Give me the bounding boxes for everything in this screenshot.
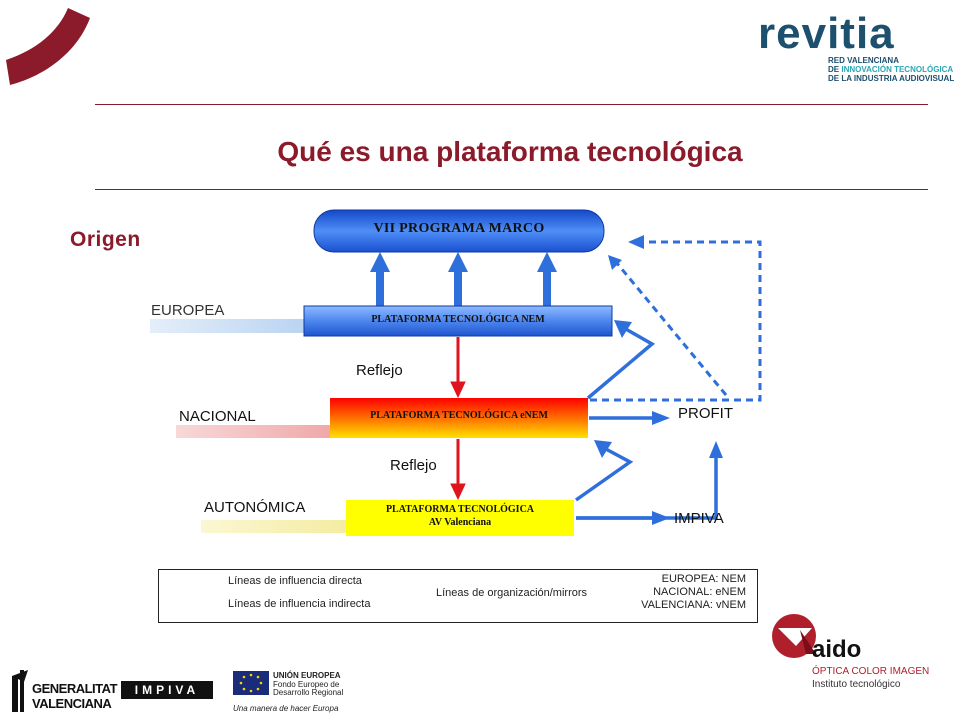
legend-key-1: EUROPEA: NEM (661, 573, 746, 585)
nacional-label: NACIONAL (179, 408, 256, 425)
profit-label: PROFIT (678, 405, 733, 422)
impiva-logo (121, 681, 213, 699)
valencia-box (346, 500, 574, 536)
europea-label: EUROPEA (151, 302, 225, 319)
ue-line2: Fondo Europeo de (273, 680, 340, 689)
nem-box (303, 305, 613, 337)
legend (158, 569, 758, 623)
programa-marco-label: VII PROGRAMA MARCO (373, 221, 545, 236)
ue-line3: Desarrollo Regional (273, 688, 344, 697)
mirror-arrows (450, 337, 466, 501)
revitia-line1: RED VALENCIANA (828, 56, 899, 65)
revitia-subtitle: RED VALENCIANA DE INNOVACIÓN TECNOLÓGICA… (828, 56, 954, 83)
revitia-line2-prefix: DE (828, 65, 842, 74)
aido-name: aido (812, 636, 862, 663)
revitia-line2-highlight: INNOVACIÓN TECNOLÓGICA (841, 65, 954, 74)
revitia-line2: DE INNOVACIÓN TECNOLÓGICA (828, 65, 954, 74)
revitia-logo: revitia RED VALENCIANA DE INNOVACIÓN TEC… (758, 9, 954, 84)
indirect-arrowheads (608, 235, 644, 270)
ue-slogan: Una manera de hacer Europa (233, 704, 339, 713)
reflejo-label-2: Reflejo (390, 457, 437, 474)
europea-band (150, 319, 306, 333)
aido-line2: Instituto tecnológico (812, 679, 901, 690)
generalitat-emblem (12, 670, 28, 712)
direct-lines (574, 326, 718, 520)
enem-box (330, 398, 588, 438)
generalitat-line1: GENERALITAT (32, 681, 118, 696)
indirect-lines (590, 240, 762, 402)
legend-indirect-text: Líneas de influencia indirecta (228, 598, 371, 610)
aido-logo-mark (772, 614, 816, 658)
aido-line1: ÓPTICA COLOR IMAGEN (812, 666, 930, 677)
valencia-box-label-2: AV Valenciana (428, 517, 492, 528)
legend-key-2: NACIONAL: eNEM (653, 586, 746, 598)
nem-box-label: PLATAFORMA TECNOLÓGICA NEM (371, 314, 545, 325)
up-arrows (370, 252, 557, 306)
ue-line1: UNIÓN EUROPEA (273, 671, 341, 680)
autonomica-label: AUTONÓMICA (204, 499, 306, 516)
autonomica-band (201, 520, 349, 533)
legend-direct-text: Líneas de influencia directa (228, 575, 362, 587)
generalitat-line2: VALENCIANA (32, 696, 112, 711)
impiva-logo-text: IMPIVA (134, 683, 200, 697)
nacional-band (176, 425, 332, 438)
legend-mirror-text: Líneas de organización/mirrors (436, 587, 588, 599)
revitia-wordmark: revitia (758, 9, 895, 58)
revitia-line3: DE LA INDUSTRIA AUDIOVISUAL (828, 74, 955, 83)
bottom-divider (95, 189, 928, 190)
decorative-swoosh (6, 8, 90, 85)
eu-stars (239, 673, 263, 693)
page-title: Qué es una plataforma tecnológica (277, 136, 743, 167)
impiva-label: IMPIVA (674, 510, 724, 527)
direct-arrowheads (594, 320, 723, 525)
valencia-box-label-1: PLATAFORMA TECNOLÓGICA (385, 504, 535, 515)
enem-box-label: PLATAFORMA TECNOLÓGICA eNEM (370, 410, 548, 421)
reflejo-label-1: Reflejo (356, 362, 403, 379)
legend-key-3: VALENCIANA: vNEM (641, 599, 746, 611)
top-divider (95, 104, 928, 105)
section-heading: Origen (70, 228, 141, 251)
programa-marco-box (313, 209, 605, 253)
